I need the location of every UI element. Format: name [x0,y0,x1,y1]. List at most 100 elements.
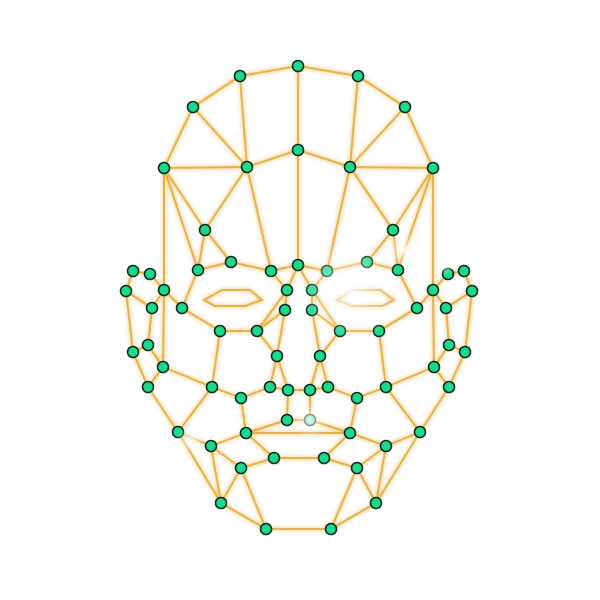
mesh-node [291,143,305,157]
mesh-node [343,426,357,440]
mesh-edge [181,307,221,332]
mesh-edge [177,386,213,433]
mesh-edge [349,166,394,231]
mesh-edge [239,65,299,77]
mesh-node [457,264,471,278]
mesh-node [317,451,331,465]
mesh-node [126,264,140,278]
mesh-node [398,100,412,114]
mesh-edge [192,106,248,168]
mesh-edge [397,269,418,309]
mesh-node [426,161,440,175]
mesh-edge [210,445,222,504]
mesh-node [119,284,133,298]
mesh-node [157,283,171,297]
mesh-edge [349,166,434,169]
mesh-node [156,360,170,374]
mesh-node [259,522,273,536]
mesh-node [141,380,155,394]
mesh-node [386,223,400,237]
mesh-edge [349,75,359,168]
mesh-node [303,383,317,397]
mesh-edge [357,75,406,108]
mesh-edge [375,431,421,504]
mesh-node [343,160,357,174]
mesh-edge [204,166,248,231]
mesh-edge [245,419,288,434]
mesh-edge [220,502,267,530]
mesh-node [263,380,277,394]
mesh-edge [162,366,213,388]
mesh-edge [256,289,288,332]
mesh-edge [375,445,387,504]
mesh-edge [240,467,267,530]
mesh-edge [163,106,194,169]
light-flare [176,426,204,454]
mesh-node [240,160,254,174]
mesh-node [291,258,305,272]
mesh-edge [464,290,473,353]
mesh-node [234,461,248,475]
mesh-edge [448,351,466,388]
mesh-node [280,283,294,297]
mesh-edge [297,65,359,77]
mesh-node [313,349,327,363]
mesh-edge [276,309,286,357]
mesh-node [204,439,218,453]
mesh-node [465,284,479,298]
mesh-node [234,391,248,405]
mesh-node [350,391,364,405]
mesh-node [291,59,305,73]
mesh-node [324,522,338,536]
mesh-edge [385,366,435,388]
mesh-edge [181,269,199,309]
mesh-node [439,301,453,315]
mesh-node [280,413,294,427]
mesh-nodes [119,59,479,536]
mesh-edge [192,75,241,108]
mesh-edge [230,261,272,272]
mesh-edge [349,106,406,168]
mesh-node [267,451,281,465]
mesh-node [233,69,247,83]
mesh-edge [220,467,242,504]
mesh-edge [419,386,450,433]
mesh-node [426,283,440,297]
mesh-node [350,461,364,475]
mesh-node [191,263,205,277]
mesh-edge [404,106,434,169]
mesh-node [143,267,157,281]
mesh-node [186,100,200,114]
mesh-node [379,439,393,453]
mesh-edge [330,502,377,530]
mesh-node [442,338,456,352]
mesh-node [175,301,189,315]
mesh-node [126,345,140,359]
mesh-node [278,303,292,317]
mesh-node [281,383,295,397]
mesh-node [369,496,383,510]
mesh-node [145,301,159,315]
mesh-node [239,426,253,440]
mesh-edge [162,289,165,368]
mesh-edge [356,467,377,504]
mesh-edge [211,330,221,388]
mesh-node [141,338,155,352]
mesh-node [250,324,264,338]
mesh-edge [385,386,421,433]
mesh-edge [163,167,206,231]
mesh-node [214,496,228,510]
mesh-edge [163,166,248,169]
mesh-edge [297,149,351,168]
mesh-node [458,345,472,359]
mesh-edge [378,330,387,388]
mesh-edge [197,229,206,271]
light-flare [298,238,402,342]
mesh-node [413,425,427,439]
mesh-edge [163,167,199,271]
mesh-node [157,161,171,175]
mesh-edge [349,432,387,447]
light-flare [433,251,457,275]
mesh-edge [330,467,358,530]
